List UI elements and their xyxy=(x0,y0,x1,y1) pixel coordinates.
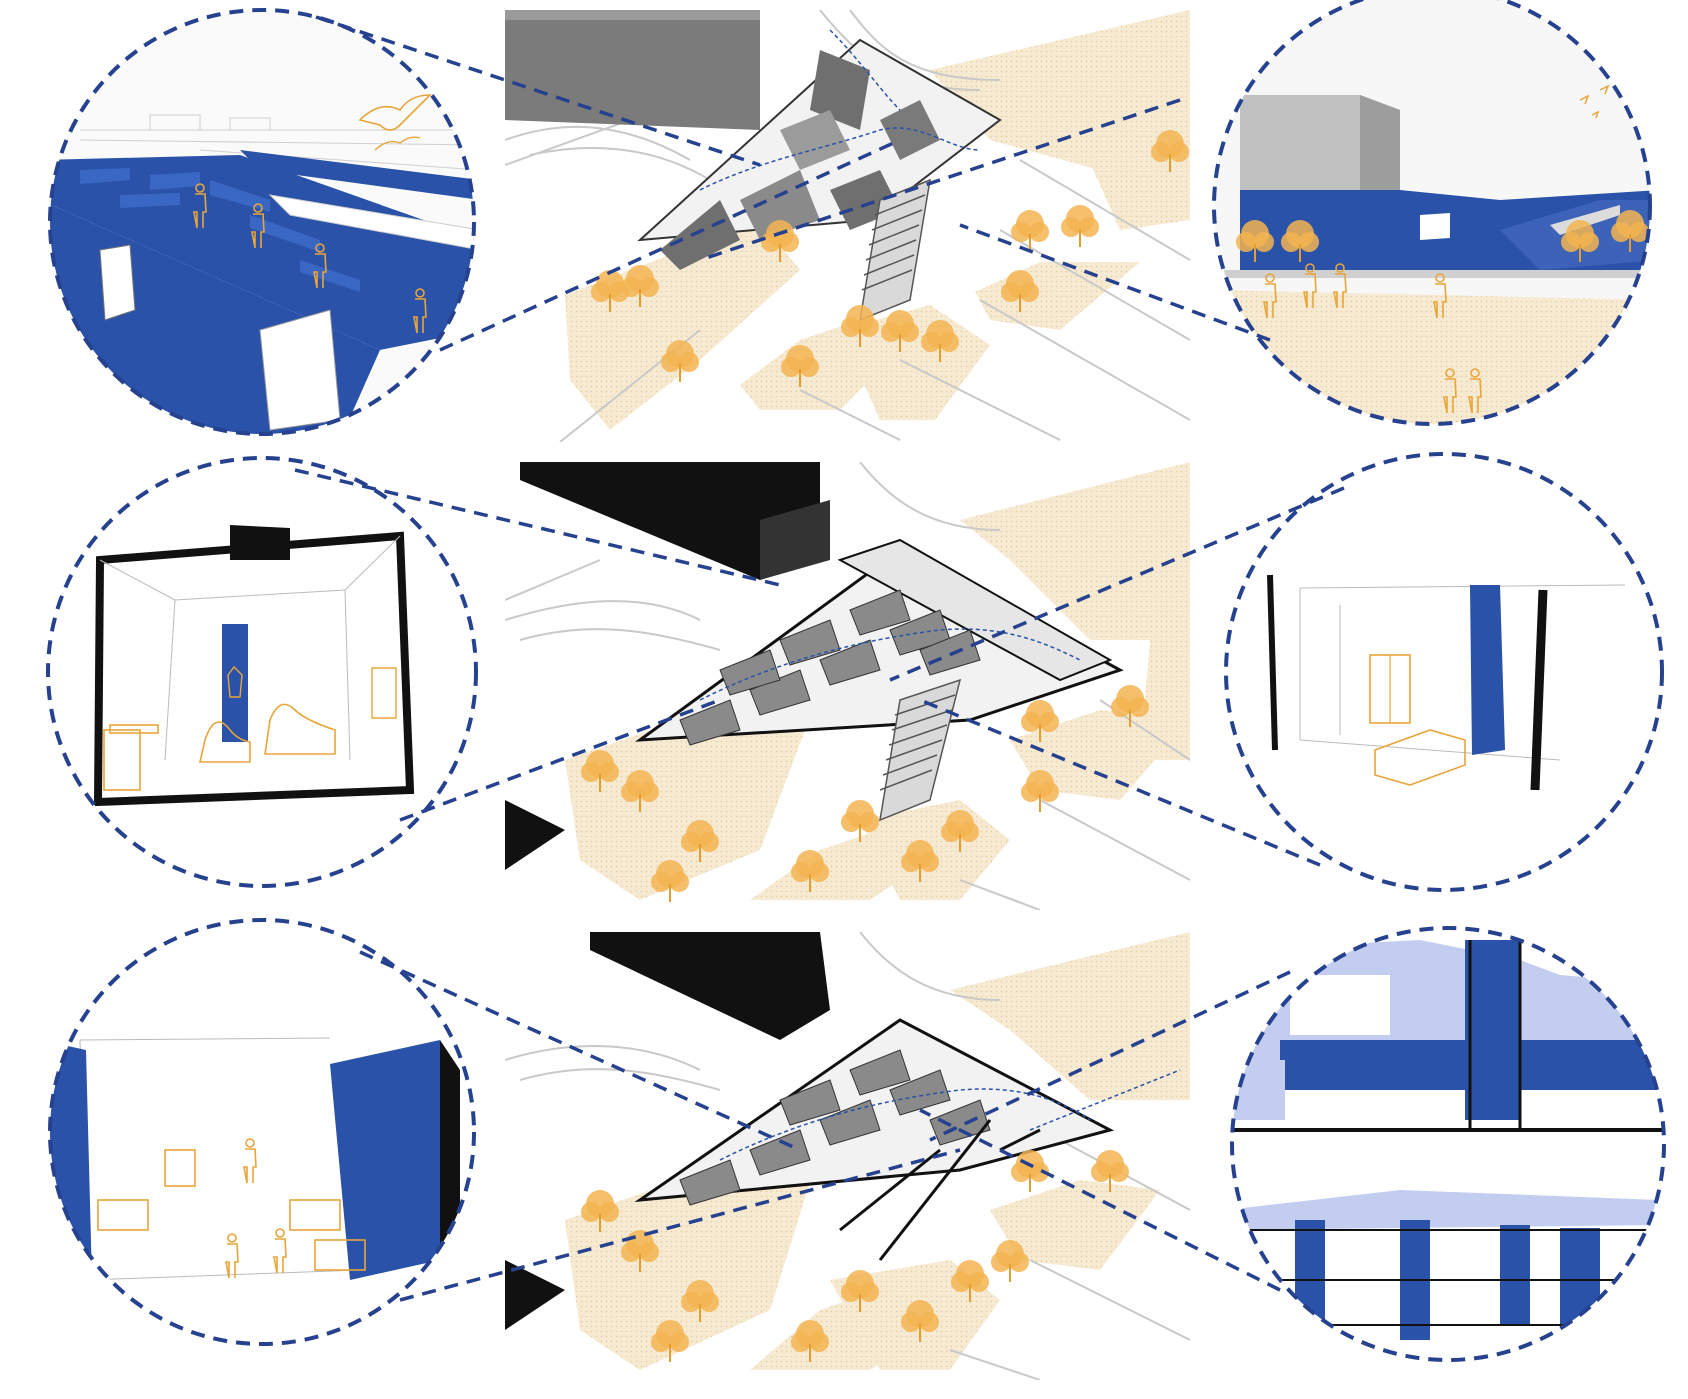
leader-6b xyxy=(919,1108,1281,1292)
callout-6-sections xyxy=(1232,928,1664,1360)
site-plan-1 xyxy=(505,10,1191,442)
leader-2a xyxy=(699,98,1181,262)
leader-5a xyxy=(359,950,801,1152)
site-plan-2 xyxy=(505,462,1191,910)
callout-5-workshop xyxy=(50,920,474,1344)
callout-1-roof-terrace xyxy=(50,10,474,434)
callout-circle-6 xyxy=(1230,926,1666,1362)
callout-circle-2 xyxy=(1212,0,1652,426)
callout-2-street-elevation xyxy=(1214,0,1650,424)
callout-circle-4 xyxy=(1224,452,1664,892)
leader-5b xyxy=(399,1148,961,1302)
bird-icon xyxy=(358,94,432,131)
bed-icon xyxy=(1374,729,1466,786)
callout-circle-3 xyxy=(46,456,478,888)
callout-3-interior-room xyxy=(48,458,476,886)
leader-3a xyxy=(294,468,781,587)
leader-1a xyxy=(315,15,761,167)
site-plan-3 xyxy=(505,932,1191,1380)
callout-circles xyxy=(46,0,1666,1362)
leader-lines xyxy=(294,15,1345,1302)
leader-4b xyxy=(919,698,1321,867)
callout-circle-5 xyxy=(48,918,476,1346)
leader-6a xyxy=(929,970,1291,1142)
leader-2b xyxy=(959,223,1271,342)
leader-1b xyxy=(439,138,901,352)
callout-circle-1 xyxy=(48,8,476,436)
leader-4a xyxy=(889,486,1345,682)
callout-4-bedroom xyxy=(1226,454,1662,890)
leader-3b xyxy=(399,698,721,822)
